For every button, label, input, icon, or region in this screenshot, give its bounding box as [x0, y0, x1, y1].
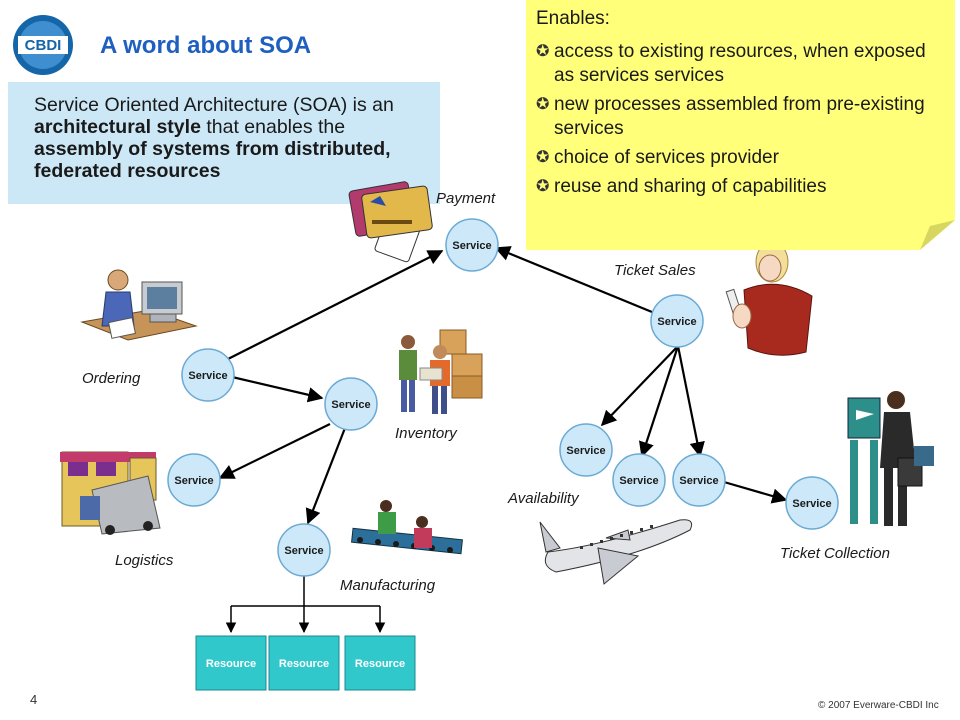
caption-logistics: Logistics [115, 552, 174, 569]
service-node-inventory[interactable]: Service [324, 377, 378, 431]
resource-box-1[interactable]: Resource [195, 635, 267, 691]
person-at-computer-icon [80, 269, 198, 341]
service-node-availability-3[interactable]: Service [672, 453, 726, 507]
service-label: Service [452, 240, 491, 252]
resource-box-3[interactable]: Resource [344, 635, 416, 691]
connector-ticketsales-availability-c [676, 345, 705, 458]
slide-title: A word about SOA [100, 32, 312, 59]
cbdi-logo: CBDI [13, 15, 73, 75]
service-node-availability-2[interactable]: Service [612, 453, 666, 507]
connector-inventory-manufacturing [305, 427, 347, 525]
service-node-ordering[interactable]: Service [181, 348, 235, 402]
connector-inventory-logistics [218, 423, 331, 479]
diamond-bullet-icon: ✪ [536, 43, 550, 60]
definition-emphasis: architectural style [34, 116, 201, 138]
warehouse-workers-icon [399, 329, 483, 414]
connector-ticketsales-payment [494, 246, 653, 314]
definition-text: Service Oriented Architecture (SOA) is a… [34, 94, 394, 116]
diamond-bullet-icon: ✪ [536, 149, 550, 166]
page-number: 4 [30, 692, 38, 707]
service-label: Service [792, 498, 831, 510]
service-label: Service [619, 475, 658, 487]
note-title: Enables: [536, 8, 610, 29]
connector-ticketsales-availability-a [600, 345, 679, 427]
resource-label: Resource [206, 658, 256, 670]
enables-note: Enables: ✪access to existing resources, … [526, 0, 955, 250]
service-node-logistics[interactable]: Service [167, 453, 221, 507]
service-node-payment[interactable]: Service [445, 218, 499, 272]
caption-manufacturing: Manufacturing [340, 577, 436, 594]
resource-label: Resource [355, 658, 405, 670]
service-label: Service [284, 545, 323, 557]
diamond-bullet-icon: ✪ [536, 96, 550, 113]
resource-box-2[interactable]: Resource [268, 635, 340, 691]
caption-ticket-sales: Ticket Sales [614, 262, 696, 279]
credit-cards-icon [348, 181, 433, 263]
service-node-ticket-collection[interactable]: Service [785, 476, 839, 530]
connector-ordering-payment [225, 250, 444, 361]
service-label: Service [174, 475, 213, 487]
caption-availability: Availability [508, 490, 579, 507]
diamond-bullet-icon: ✪ [536, 178, 550, 195]
airport-traveller-icon [847, 391, 934, 526]
note-fold-icon [920, 220, 955, 250]
resource-label: Resource [279, 658, 329, 670]
service-node-manufacturing[interactable]: Service [277, 523, 331, 577]
note-item: ✪access to existing resources, when expo… [536, 41, 926, 86]
service-label: Service [331, 399, 370, 411]
service-node-ticket-sales[interactable]: Service [650, 294, 704, 348]
caption-payment: Payment [436, 190, 496, 207]
service-label: Service [188, 370, 227, 382]
note-item: ✪reuse and sharing of capabilities [536, 176, 827, 197]
note-item: ✪new processes assembled from pre-existi… [536, 94, 925, 139]
service-label: Service [657, 316, 696, 328]
caption-ordering: Ordering [82, 370, 141, 387]
service-label: Service [566, 445, 605, 457]
caption-ticket-collection: Ticket Collection [780, 545, 890, 562]
manufacturing-workers-icon [351, 500, 463, 555]
service-node-availability-1[interactable]: Service [559, 423, 613, 477]
definition-text: that enables the [200, 116, 346, 138]
logo-text: CBDI [25, 37, 62, 54]
delivery-truck-icon [60, 451, 161, 535]
definition-box: Service Oriented Architecture (SOA) is a… [8, 82, 440, 204]
service-label: Service [679, 475, 718, 487]
airplane-icon [539, 519, 693, 585]
ticket-agent-icon [725, 241, 813, 356]
definition-emphasis: assembly of systems from distributed, fe… [34, 138, 391, 182]
connector-availability-collection [723, 480, 788, 504]
note-item: ✪choice of services provider [536, 147, 779, 168]
copyright-text: © 2007 Everware-CBDI Inc [818, 700, 939, 711]
connector-ordering-inventory [231, 375, 324, 403]
connector-ticketsales-availability-b [638, 345, 680, 458]
caption-inventory: Inventory [395, 425, 457, 442]
